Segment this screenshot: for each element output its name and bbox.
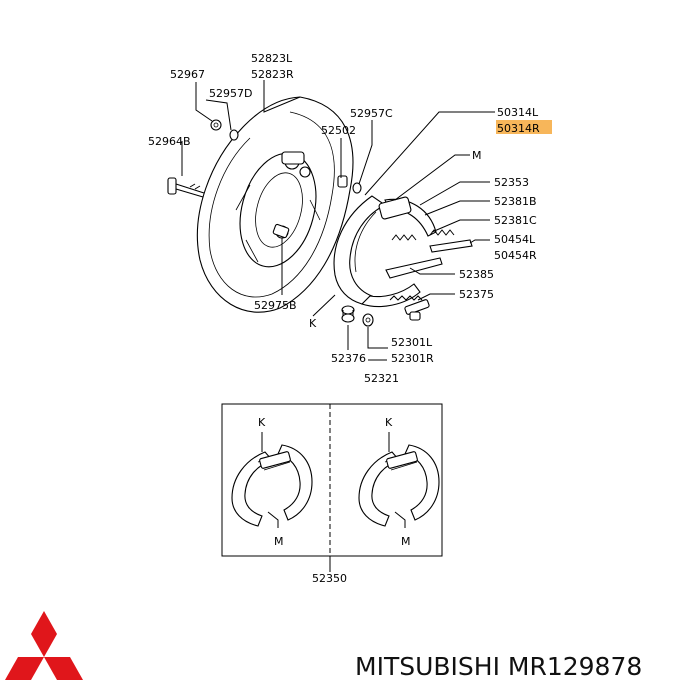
label-50314l: 50314L (497, 106, 539, 119)
label-50454l: 50454L (494, 233, 536, 246)
label-52321: 52321 (364, 372, 399, 385)
label-52385: 52385 (459, 268, 494, 281)
label-m-top: M (472, 149, 482, 162)
label-52376: 52376 (331, 352, 366, 365)
leader-lines (181, 80, 495, 361)
label-52350: 52350 (312, 572, 347, 585)
washer-52957c (352, 182, 362, 194)
label-52301l: 52301L (391, 336, 433, 349)
shoe-kit-box (221, 403, 443, 572)
label-52381b: 52381B (494, 195, 537, 208)
label-52975b: 52975B (254, 299, 297, 312)
label-52301r: 52301R (391, 352, 434, 365)
label-k-right: K (385, 416, 393, 429)
adjuster-52301 (404, 299, 430, 321)
label-52957d: 52957D (209, 87, 252, 100)
mitsubishi-logo (5, 611, 83, 680)
part-labels: 52967 52823L 52823R 52957D 52964B 52502 … (148, 52, 540, 585)
washer-52957d (229, 129, 239, 141)
brand-part-number: MITSUBISHI MR129878 (355, 652, 643, 681)
brake-shoe-assembly (333, 195, 473, 307)
bolt-52964b (167, 177, 205, 198)
label-50314r: 50314R (497, 122, 540, 135)
label-52823r: 52823R (251, 68, 294, 81)
label-highlight (496, 120, 552, 134)
label-52353: 52353 (494, 176, 529, 189)
label-52381c: 52381C (494, 214, 537, 227)
spring-52376 (341, 305, 355, 323)
label-k-left: K (258, 416, 266, 429)
label-k-main: K (309, 317, 317, 330)
label-52502: 52502 (321, 124, 356, 137)
nut-52967 (210, 119, 222, 131)
label-m-right: M (401, 535, 411, 548)
shoe-pair-left (231, 432, 313, 528)
shoe-pair-right (358, 432, 440, 528)
backing-plate (196, 96, 354, 313)
label-52957c: 52957C (350, 107, 393, 120)
label-52375: 52375 (459, 288, 494, 301)
label-52964b: 52964B (148, 135, 191, 148)
plug-52975b (272, 223, 290, 239)
cup-52321 (362, 313, 374, 327)
label-m-left: M (274, 535, 284, 548)
label-52823l: 52823L (251, 52, 293, 65)
clip-52502 (337, 175, 348, 188)
label-52967: 52967 (170, 68, 205, 81)
label-50454r: 50454R (494, 249, 537, 262)
